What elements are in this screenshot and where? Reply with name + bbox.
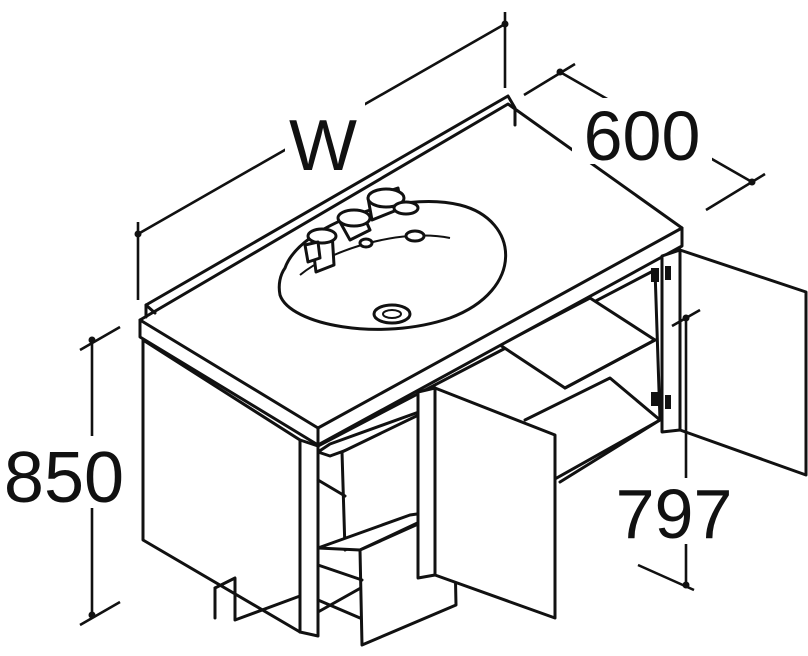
width-label: W: [289, 106, 357, 186]
height-label: 850: [4, 438, 124, 518]
faucet: [303, 186, 426, 274]
depth-label: 600: [584, 97, 701, 175]
hinges: [651, 266, 671, 409]
inner-height-label: 797: [616, 475, 733, 553]
left-door: [416, 386, 557, 620]
right-door: [660, 248, 808, 477]
